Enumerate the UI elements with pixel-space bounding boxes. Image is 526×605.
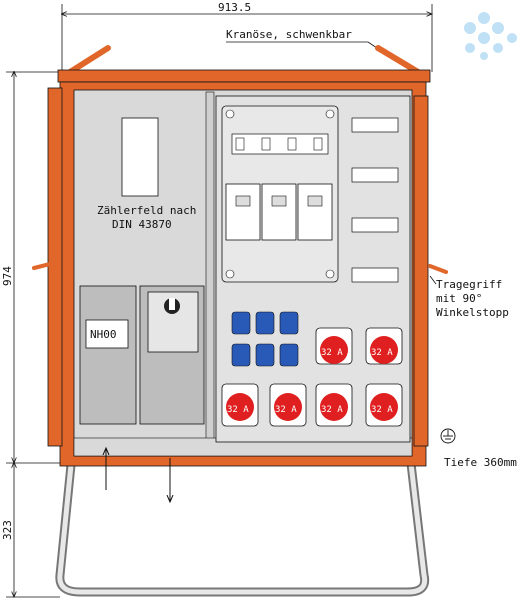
meter-field-label-1: Zählerfeld nach [97, 204, 196, 217]
right-door-edge [413, 95, 429, 447]
handle-right [428, 264, 448, 274]
socket-red-label-5: 32 A [321, 405, 343, 415]
socket-red-label-3: 32 A [227, 405, 249, 415]
socket-red-1: 32 A [315, 327, 353, 365]
ground-symbol-icon [440, 428, 456, 444]
water-droplets-icon [464, 12, 517, 60]
roof [57, 69, 431, 83]
socket-red-label-1: 32 A [321, 348, 343, 358]
socket-red-label-2: 32 A [371, 348, 393, 358]
stand-frame [55, 454, 430, 597]
socket-blue-grid [231, 311, 299, 367]
left-door-edge [47, 87, 63, 447]
socket-red-2: 32 A [365, 327, 403, 365]
meter-field-label-2: DIN 43870 [112, 218, 172, 231]
socket-red-label-6: 32 A [371, 405, 393, 415]
depth-label: Tiefe 360mm [444, 456, 517, 469]
crane-eye-left [67, 45, 111, 75]
stand-height-label: 323 [1, 520, 14, 540]
width-dimension [62, 4, 432, 72]
width-label: 913.5 [218, 1, 251, 14]
height-label: 974 [1, 266, 14, 286]
handle-label-2: mit 90° [436, 292, 482, 305]
height-dimension [6, 72, 60, 597]
handle-label-3: Winkelstopp [436, 306, 509, 319]
fuse-label: NH00 [90, 328, 117, 341]
handle-left [32, 262, 52, 270]
socket-red-6: 32 A [365, 383, 403, 427]
main-switch-lever [169, 298, 175, 310]
crane-eye-right [375, 45, 421, 75]
socket-red-4: 32 A [269, 383, 307, 427]
handle-label-1: Tragegriff [436, 278, 502, 291]
handle-leader [429, 275, 437, 285]
meter-window [121, 117, 159, 197]
breaker-row-top [231, 133, 329, 155]
fuse-label-box [85, 319, 129, 349]
socket-red-3: 32 A [221, 383, 259, 427]
rcd-units [225, 183, 333, 241]
socket-red-label-4: 32 A [275, 405, 297, 415]
panel-divider [205, 91, 215, 445]
fuse-compartment [79, 285, 137, 425]
breaker-rows-right [351, 117, 399, 283]
crane-eye-label: Kranöse, schwenkbar [226, 28, 352, 41]
socket-red-5: 32 A [315, 383, 353, 427]
